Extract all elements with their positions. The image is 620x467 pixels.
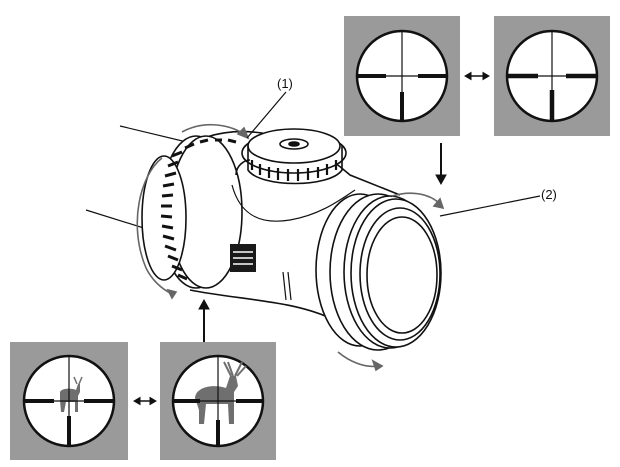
reticle-thin-icon bbox=[173, 356, 263, 446]
double-arrow-icon bbox=[133, 396, 157, 406]
rotation-arrow-icon bbox=[337, 192, 445, 372]
callout-label-2: (2) bbox=[541, 187, 557, 202]
deer-small-icon bbox=[60, 376, 83, 412]
reticle-panel-bottom-left bbox=[10, 342, 128, 460]
zoom-ring bbox=[141, 135, 243, 289]
callout-label-1: (1) bbox=[277, 76, 293, 91]
up-arrow-icon bbox=[198, 298, 210, 342]
brand-logo bbox=[230, 244, 256, 272]
turret bbox=[241, 128, 347, 185]
down-arrow-icon bbox=[435, 143, 447, 186]
reticle-thick-icon bbox=[507, 31, 597, 121]
double-arrow-icon bbox=[464, 71, 490, 81]
engraving-marks bbox=[282, 271, 292, 301]
reticle-thin-icon bbox=[357, 31, 447, 121]
reticle-panel-top-left bbox=[344, 16, 460, 136]
turret-knurling bbox=[250, 160, 338, 181]
callout-leaders bbox=[246, 91, 541, 217]
deer-large-icon bbox=[195, 361, 247, 424]
reticle-panel-bottom-right bbox=[160, 342, 276, 460]
zoom-ring-knurling bbox=[160, 138, 237, 281]
eyepiece bbox=[315, 193, 442, 351]
rotation-arrow-icon bbox=[136, 123, 250, 300]
reticle-thin-icon bbox=[24, 356, 114, 446]
reticle-panel-top-right bbox=[494, 16, 610, 136]
scope-body bbox=[85, 125, 442, 351]
